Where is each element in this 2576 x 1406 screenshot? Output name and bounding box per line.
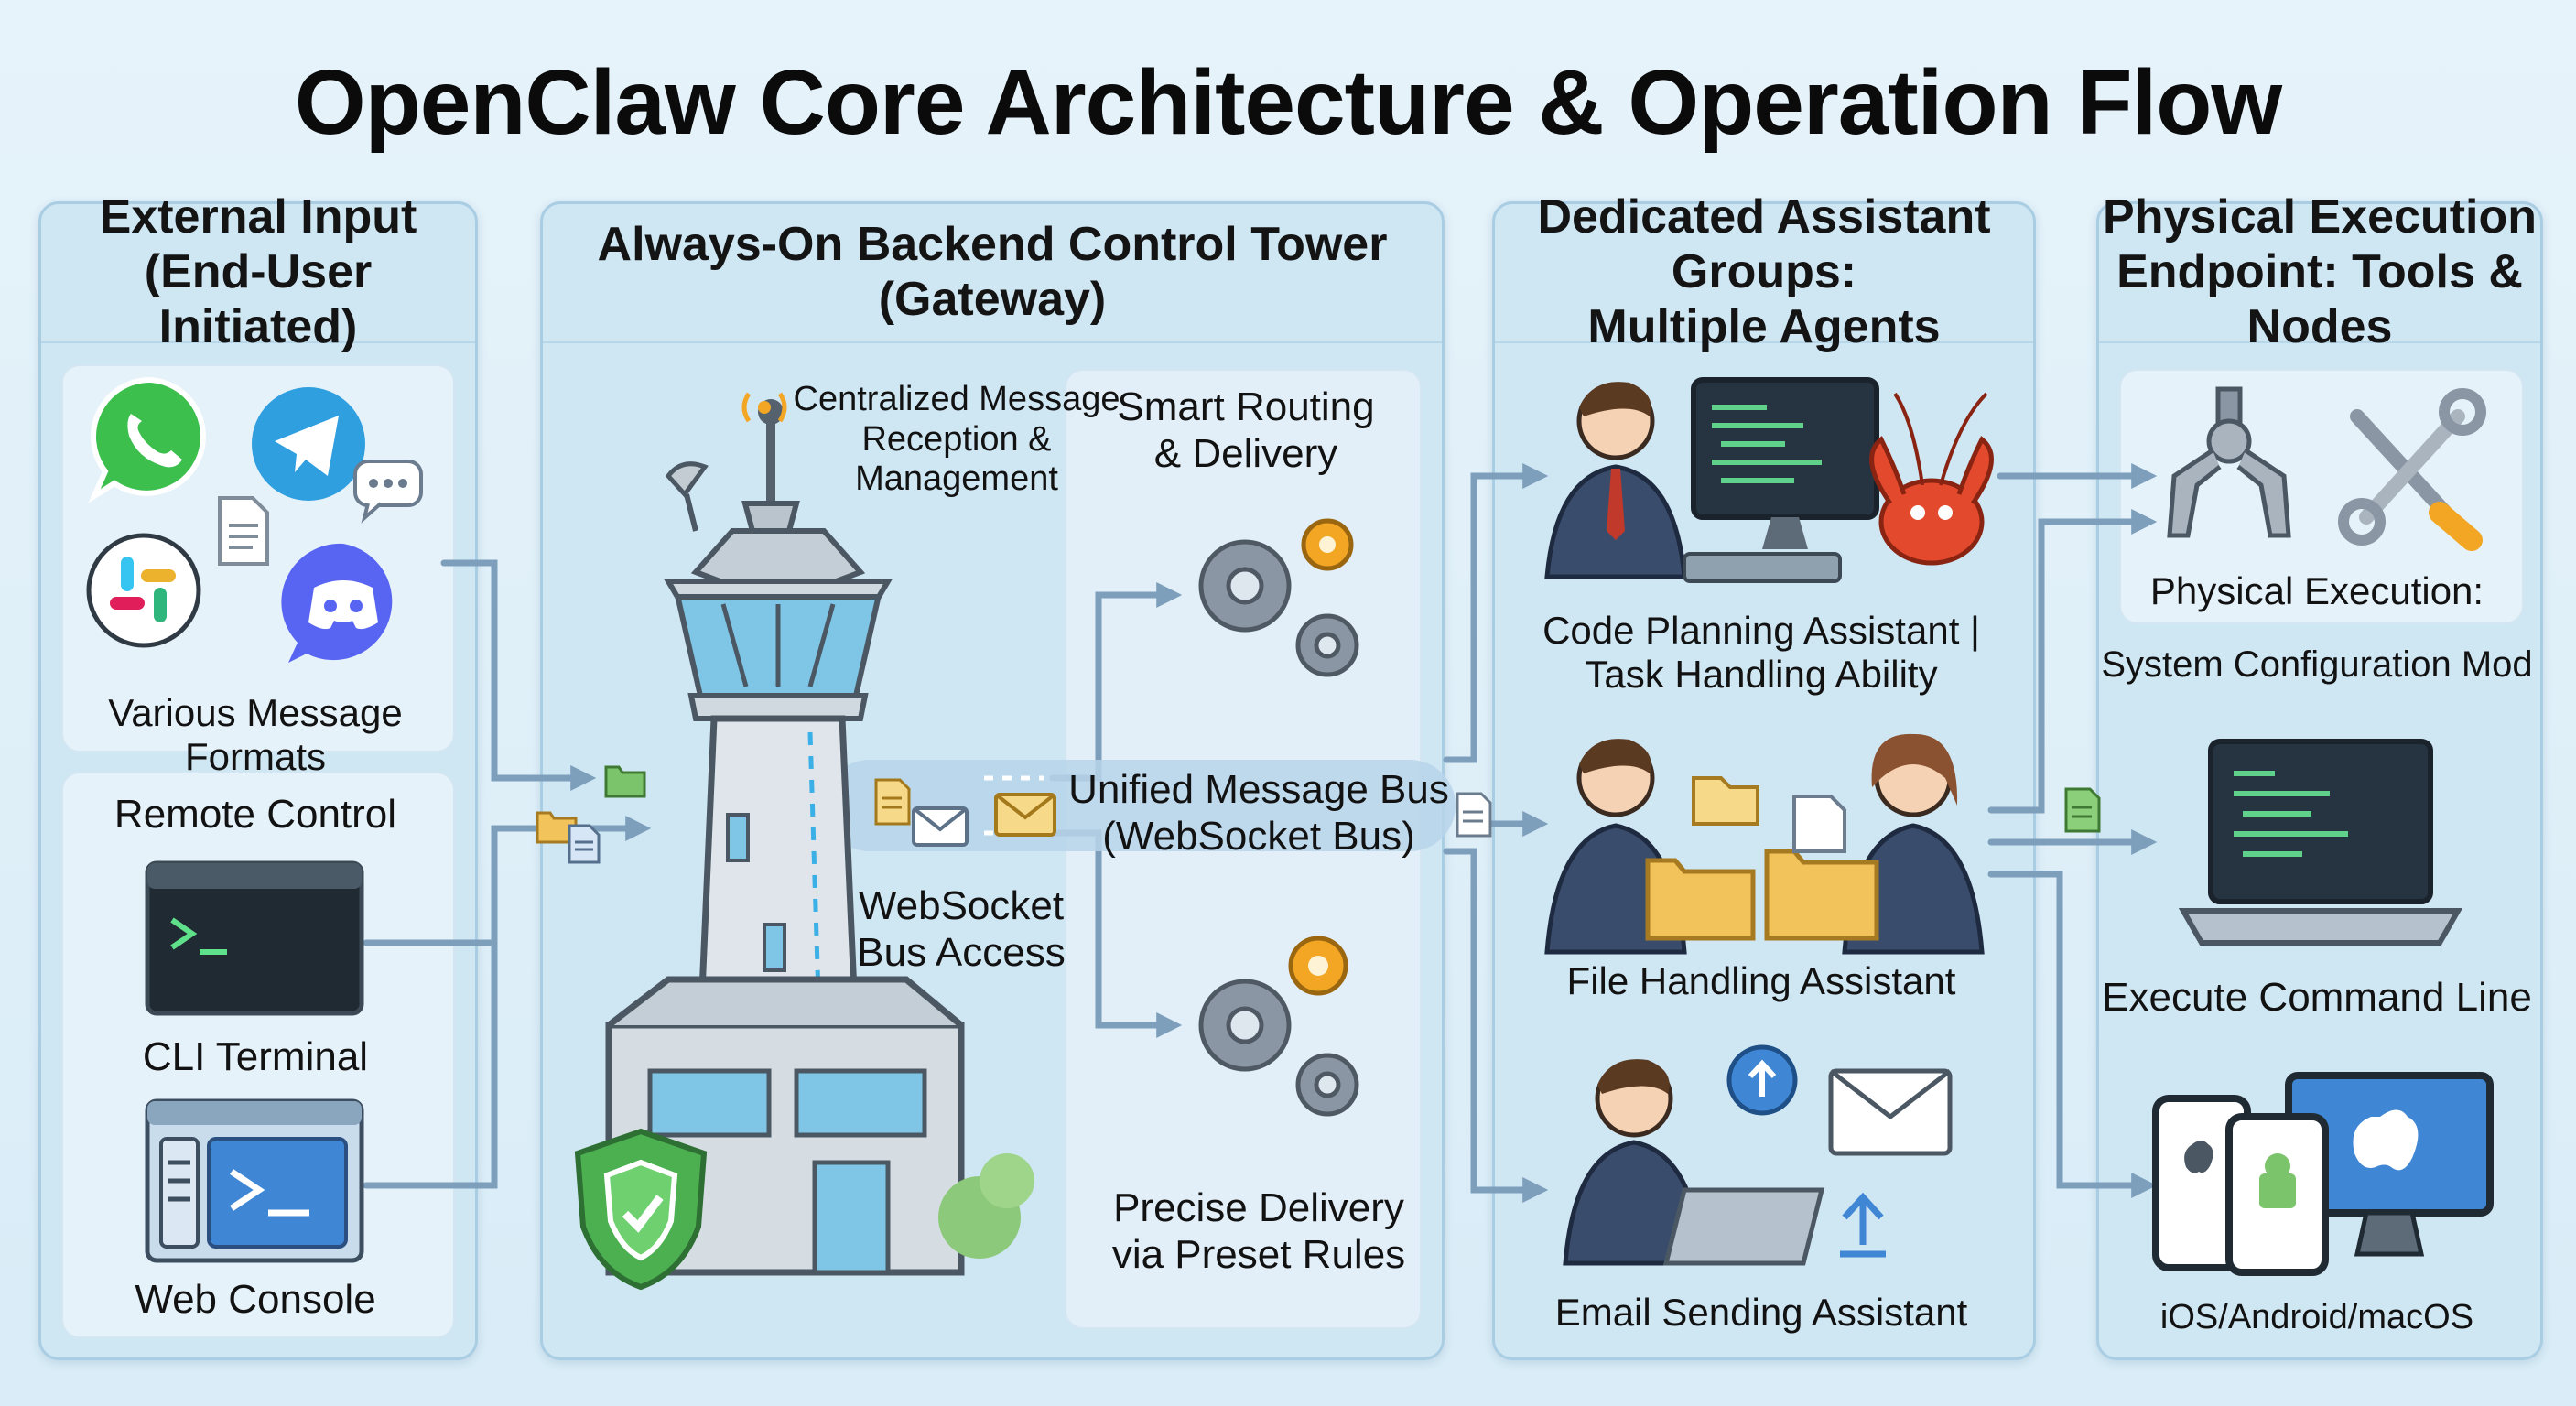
code-assistant-label: Code Planning Assistant | Task Handling … (1542, 609, 1980, 697)
devices-label: iOS/Android/macOS (2159, 1298, 2474, 1336)
document-icon (2064, 787, 2101, 833)
whatsapp-icon (88, 376, 206, 503)
email-assistant-illustration (1563, 1044, 1953, 1266)
document-icon (218, 496, 269, 566)
gears-icon (1198, 518, 1359, 677)
system-config-label: System Configuration Mod (2101, 644, 2533, 685)
telegram-icon (252, 387, 365, 501)
document-icon (1456, 792, 1492, 838)
reception-label: Centralized Message Reception & Manageme… (793, 380, 1120, 499)
message-bus-band (824, 760, 1456, 851)
arrow-bus-to-routing (1049, 582, 1183, 782)
bus-access-label: WebSocket Bus Access (857, 883, 1066, 975)
arrow-bus-to-email (1443, 848, 1549, 1203)
web-console-caption: Web Console (135, 1277, 376, 1322)
physical-execution-label: Physical Execution: (2149, 569, 2484, 612)
arrow-web-to-gateway (363, 825, 498, 1189)
delivery-label: Precise Delivery via Preset Rules (1111, 1185, 1406, 1277)
command-line-label: Execute Command Line (2102, 975, 2532, 1020)
folder-icon (604, 765, 646, 798)
bus-label: Unified Message Bus (WebSocket Bus) (1068, 767, 1449, 859)
messaging-caption: Various Message Formats (108, 691, 403, 779)
routing-label: Smart Routing & Delivery (1117, 384, 1375, 476)
cli-terminal-icon[interactable] (145, 860, 364, 1016)
gears-icon (1198, 936, 1359, 1117)
email-assistant-label: Email Sending Assistant (1554, 1291, 1968, 1334)
file-assistant-label: File Handling Assistant (1566, 959, 1956, 1002)
robotic-claw-icon (2167, 386, 2291, 538)
web-console-icon[interactable] (145, 1098, 364, 1263)
gateway-heading: Always-On Backend Control Tower (Gateway… (543, 204, 1442, 343)
page-title: OpenClaw Core Architecture & Operation F… (294, 51, 2282, 154)
control-tower-illustration (605, 399, 1034, 1276)
slack-icon (86, 533, 201, 648)
arrow-bus-to-code (1443, 463, 1549, 763)
cli-caption: CLI Terminal (142, 1034, 369, 1079)
folder-icon (536, 811, 578, 844)
laptop-terminal-icon[interactable] (2174, 737, 2467, 957)
arrow-file-to-devices (1987, 871, 2158, 1198)
remote-control-title: Remote Control (114, 792, 397, 837)
file-assistant-illustration (1544, 733, 1985, 955)
signal-icon (741, 392, 787, 423)
code-assistant-illustration (1544, 377, 1994, 583)
chat-bubble-icon (353, 460, 423, 524)
devices-icon (2152, 1072, 2494, 1276)
document-icon (874, 778, 911, 826)
arrow-messaging-to-gateway (440, 559, 597, 791)
discord-icon (281, 543, 393, 663)
arrow-file-to-tools (1987, 509, 2158, 814)
shield-icon (574, 1128, 708, 1291)
document-icon (568, 824, 601, 864)
wrench-screwdriver-icon (2338, 388, 2486, 551)
envelope-icon (912, 806, 969, 847)
envelope-icon (994, 793, 1056, 837)
